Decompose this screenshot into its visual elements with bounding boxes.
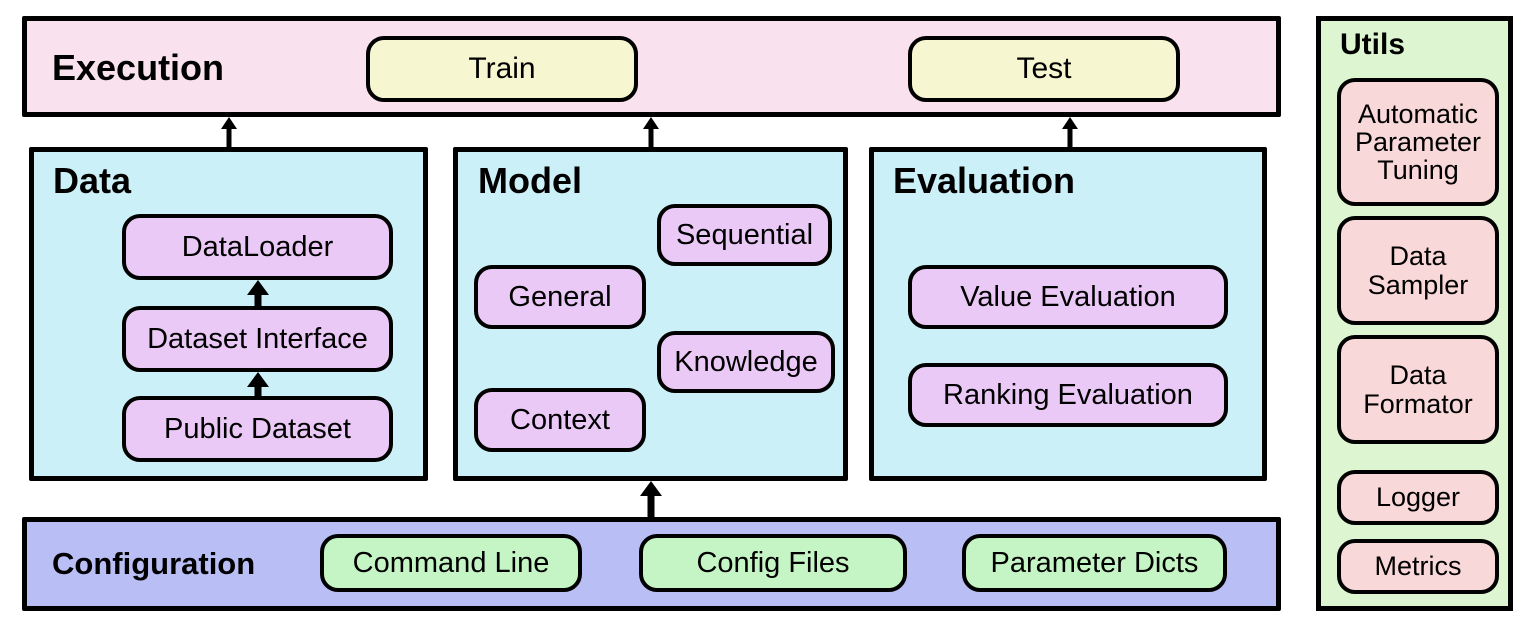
utils-item-data-sampler[interactable]: Data Sampler: [1337, 216, 1499, 325]
data-item-dataloader[interactable]: DataLoader: [122, 214, 393, 280]
execution-item-test[interactable]: Test: [908, 36, 1180, 102]
utils-item-logger[interactable]: Logger: [1337, 470, 1499, 525]
data-item-public-dataset[interactable]: Public Dataset: [122, 396, 393, 462]
model-title: Model: [478, 160, 582, 201]
utils-item-automatic-parameter-tuning[interactable]: Automatic Parameter Tuning: [1337, 78, 1499, 206]
model-item-knowledge[interactable]: Knowledge: [657, 331, 835, 393]
model-item-sequential[interactable]: Sequential: [657, 204, 832, 266]
configuration-item-parameter-dicts[interactable]: Parameter Dicts: [962, 534, 1227, 592]
configuration-item-command-line[interactable]: Command Line: [320, 534, 582, 592]
utils-item-metrics[interactable]: Metrics: [1337, 539, 1499, 594]
model-item-general[interactable]: General: [474, 265, 646, 329]
evaluation-title: Evaluation: [893, 160, 1076, 201]
execution-item-train[interactable]: Train: [366, 36, 638, 102]
evaluation-item-ranking-evaluation[interactable]: Ranking Evaluation: [908, 363, 1228, 427]
configuration-title: Configuration: [52, 546, 256, 581]
utils-item-data-formator[interactable]: Data Formator: [1337, 335, 1499, 444]
execution-title: Execution: [52, 47, 225, 88]
evaluation-item-value-evaluation[interactable]: Value Evaluation: [908, 265, 1228, 329]
data-item-dataset-interface[interactable]: Dataset Interface: [122, 306, 393, 372]
utils-title: Utils: [1340, 28, 1406, 61]
model-item-context[interactable]: Context: [474, 388, 646, 452]
data-title: Data: [53, 160, 132, 201]
configuration-item-config-files[interactable]: Config Files: [639, 534, 907, 592]
